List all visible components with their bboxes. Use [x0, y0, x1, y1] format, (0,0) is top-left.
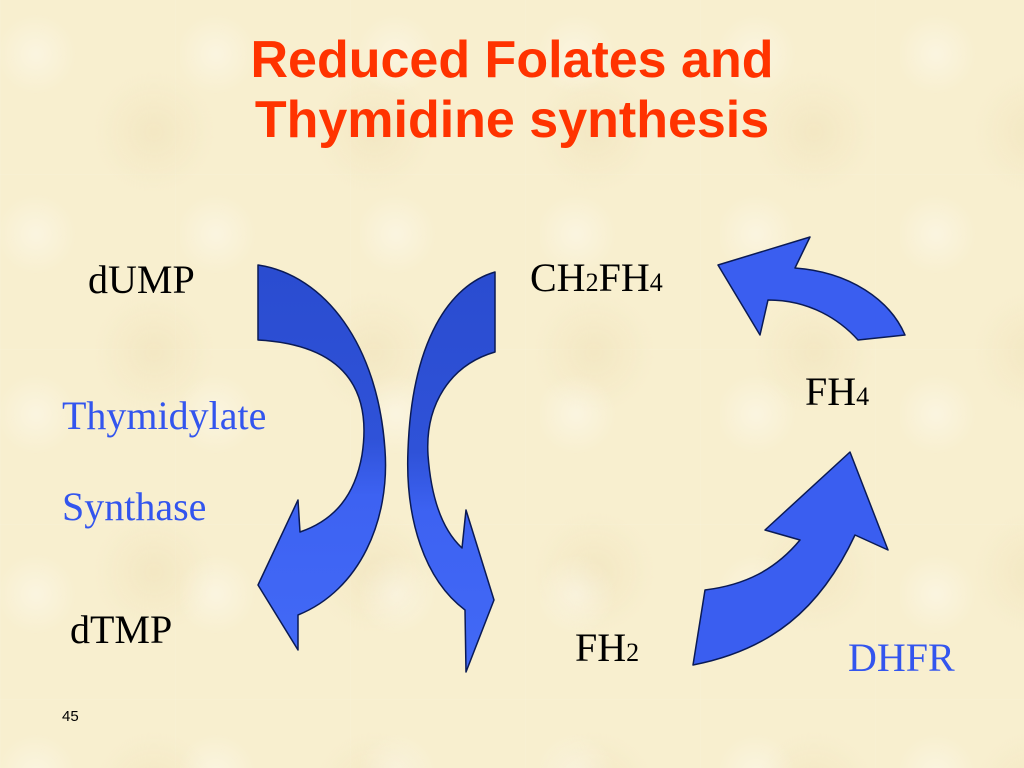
dump-label: dUMP — [88, 257, 195, 302]
fh4-to-ch2fh4-arrow — [717, 236, 906, 341]
dtmp-label: dTMP — [70, 607, 173, 652]
slide-number: 45 — [62, 708, 79, 725]
fh4-label: FH4 — [805, 369, 870, 414]
title-line-1: Reduced Folates and — [250, 31, 774, 89]
enzyme-synthase-label: Synthase — [62, 484, 207, 529]
ch2fh4-to-fh2-arrow — [406, 271, 496, 673]
dhfr-label: DHFR — [848, 635, 955, 680]
enzyme-thymidylate-label: Thymidylate — [62, 393, 267, 438]
ch2fh4-label: CH2FH4 — [530, 255, 663, 300]
slide-title: Reduced Folates and Thymidine synthesis — [0, 30, 1024, 150]
title-line-2: Thymidine synthesis — [254, 91, 770, 149]
fh2-label: FH2 — [575, 625, 640, 670]
dump-to-dtmp-arrow — [257, 264, 387, 651]
fh2-to-fh4-arrow — [692, 451, 889, 666]
